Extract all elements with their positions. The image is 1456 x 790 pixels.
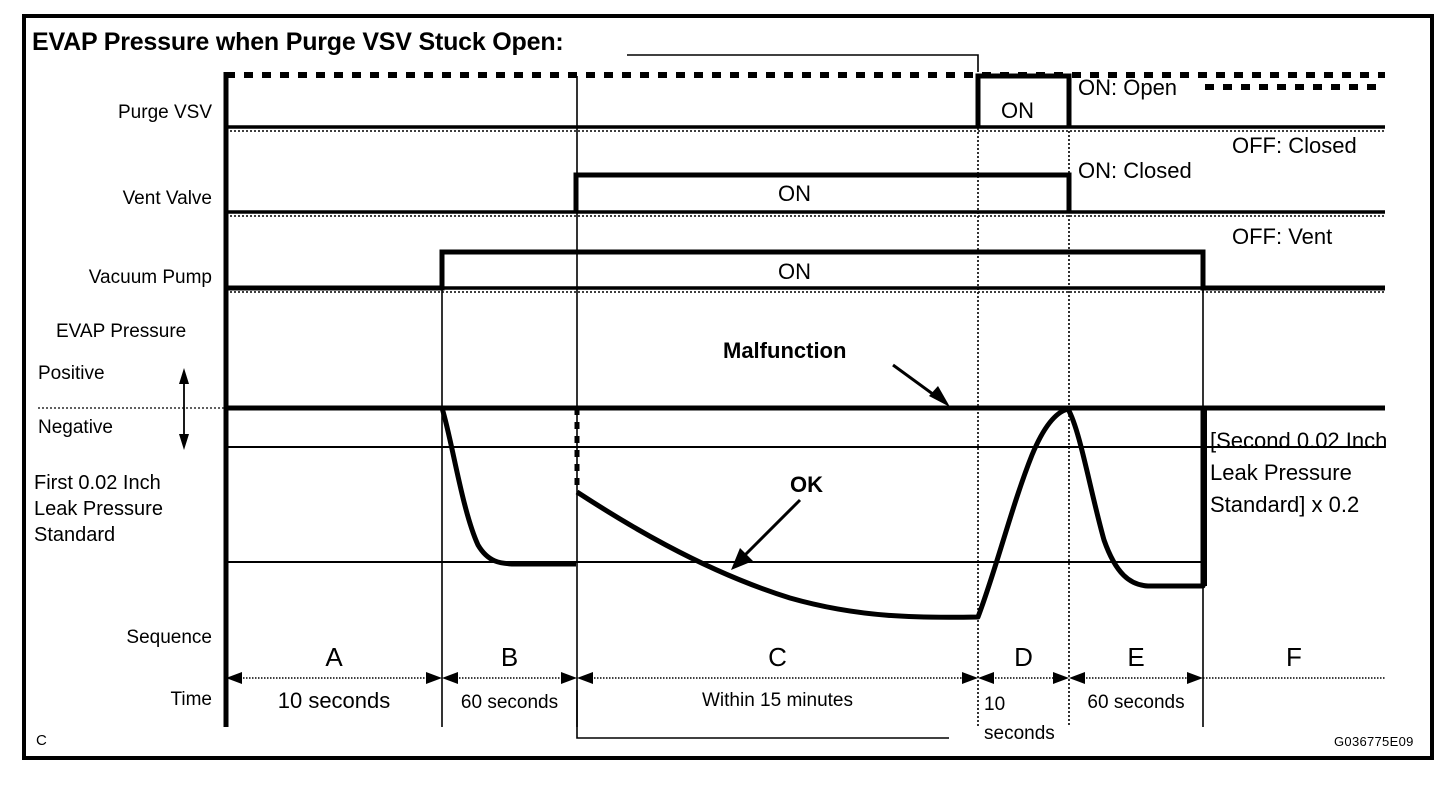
annotation-ok: OK	[790, 472, 823, 497]
row-label-first-standard: First 0.02 Inch Leak Pressure Standard	[34, 472, 163, 546]
row-label-sequence: Sequence	[126, 627, 212, 648]
sequence-letter-a: A	[325, 642, 343, 672]
row-label-negative: Negative	[38, 417, 113, 438]
evap-pressure-trace	[226, 405, 1385, 620]
malfunction-callout-arrow	[892, 363, 950, 407]
legend-vent-valve-on: ON: Closed	[1078, 158, 1192, 183]
row-label-positive: Positive	[38, 363, 105, 384]
sequence-letter-f: F	[1286, 642, 1302, 672]
phase-c-bottom-bracket	[576, 690, 949, 739]
title-bracket	[627, 54, 979, 72]
sequence-letter-c: C	[768, 642, 787, 672]
time-label-e: 60 seconds	[1087, 692, 1185, 713]
row-label-vent-valve: Vent Valve	[122, 188, 212, 209]
time-label-a: 10 seconds	[277, 688, 391, 713]
time-label-d: 10 seconds	[984, 694, 1055, 744]
legend-purge-vsv-on: ON: Open	[1078, 75, 1178, 100]
sequence-letter-d: D	[1014, 642, 1033, 672]
corner-mark: C	[36, 732, 47, 749]
figure-id: G036775E09	[1334, 734, 1414, 749]
vent-valve-on-pulse	[573, 172, 1072, 212]
legend-purge-vsv-off: OFF: Closed	[1232, 133, 1357, 158]
sequence-letter-b: B	[500, 642, 519, 672]
time-axis-arrows	[226, 672, 1385, 684]
time-label-b: 60 seconds	[460, 692, 559, 713]
vacuum-pump-on-pulse	[226, 249, 1385, 291]
row-label-purge-vsv: Purge VSV	[118, 102, 212, 123]
time-label-c: Within 15 minutes	[701, 690, 853, 711]
sequence-letter-e: E	[1127, 642, 1145, 672]
annotation-malfunction: Malfunction	[723, 338, 847, 363]
state-label-vent-valve-on: ON	[778, 181, 811, 206]
state-label-vacuum-pump-on: ON	[778, 259, 811, 284]
row-label-time: Time	[170, 689, 212, 710]
diagram-frame	[22, 14, 1434, 760]
page-title: EVAP Pressure when Purge VSV Stuck Open:	[32, 28, 564, 56]
positive-negative-arrow	[179, 368, 189, 450]
state-label-purge-vsv-on: ON	[1001, 98, 1034, 123]
row-label-evap-pressure: EVAP Pressure	[56, 321, 187, 342]
legend-vent-valve-off: OFF: Vent	[1232, 224, 1333, 249]
row-label-vacuum-pump: Vacuum Pump	[88, 267, 212, 288]
ok-callout-arrow	[731, 498, 802, 570]
legend-second-standard: [Second 0.02 Inch Leak Pressure Standard…	[1210, 428, 1388, 517]
